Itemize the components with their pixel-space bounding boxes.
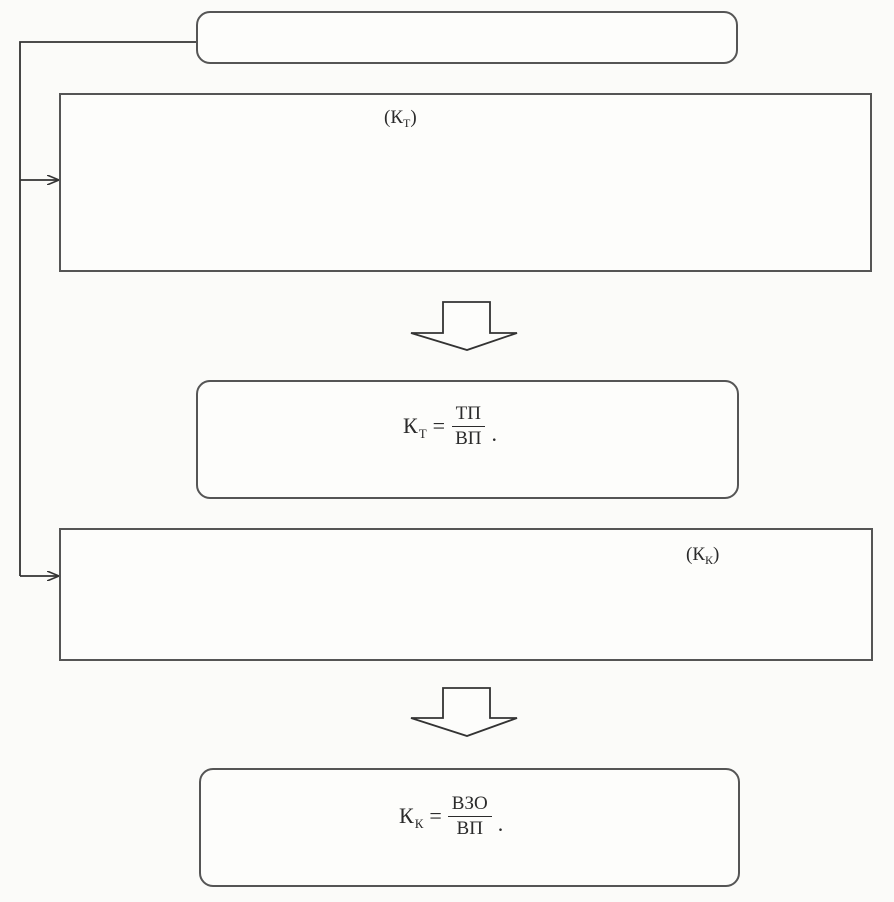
kk-label: (КК) [686, 544, 720, 567]
down-arrow-icon [410, 301, 518, 351]
top-box [196, 11, 738, 64]
block-kt: (КТ) [59, 93, 872, 272]
block-kk: (КК) [59, 528, 873, 661]
kt-label: (КТ) [384, 107, 417, 130]
fraction: ВЗО ВП [447, 794, 492, 839]
down-arrow-icon [410, 687, 518, 737]
branch-line [19, 41, 196, 576]
fraction: ТП ВП [451, 404, 485, 449]
